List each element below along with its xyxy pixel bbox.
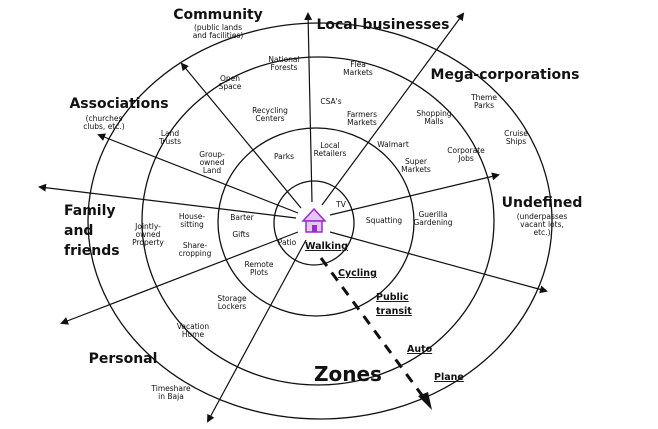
spoke-undefined-lower <box>329 231 548 294</box>
zone-walking: Walking <box>305 241 348 252</box>
zone-cycling: Cycling <box>338 268 377 279</box>
ring-3 <box>141 56 495 386</box>
spoke-undefined <box>329 172 500 216</box>
zone-auto: Auto <box>407 344 433 355</box>
spoke-local-businesses <box>304 12 313 203</box>
item-tv: TV <box>335 200 347 209</box>
category-mega-corporations: Mega-corporations <box>431 67 580 83</box>
item-house-sitting: House-sitting <box>179 212 206 229</box>
item-squatting: Squatting <box>366 216 403 225</box>
item-parks: Parks <box>274 152 294 161</box>
category-personal: Personal <box>89 351 158 367</box>
zones-arrowhead <box>418 392 432 410</box>
item-patio: Patio <box>278 238 297 247</box>
item-barter: Barter <box>230 213 254 222</box>
house-icon <box>301 207 327 233</box>
zone-plane: Plane <box>434 372 464 383</box>
item-share-cropping: Share-cropping <box>179 241 212 258</box>
zones-dashed-line <box>319 257 426 399</box>
category-community: Community <box>173 7 263 23</box>
spoke-associations <box>97 133 299 214</box>
zones-title: Zones <box>314 362 382 386</box>
category-undefined: Undefined <box>502 195 583 211</box>
spoke-family-friends <box>38 183 297 219</box>
spoke-community <box>180 62 302 209</box>
ring-4 <box>87 22 553 420</box>
spoke-mega-corporations <box>321 12 465 206</box>
spoke-personal-down <box>207 239 307 423</box>
ring-2 <box>217 127 415 317</box>
item-gifts: Gifts <box>232 230 249 239</box>
category-local-businesses: Local businesses <box>316 17 449 33</box>
item-walmart: Walmart <box>377 140 409 149</box>
category-associations: Associations <box>69 96 168 112</box>
item-csas: CSA's <box>320 97 341 106</box>
ring-1 <box>273 180 355 266</box>
spoke-personal-left <box>60 231 299 325</box>
